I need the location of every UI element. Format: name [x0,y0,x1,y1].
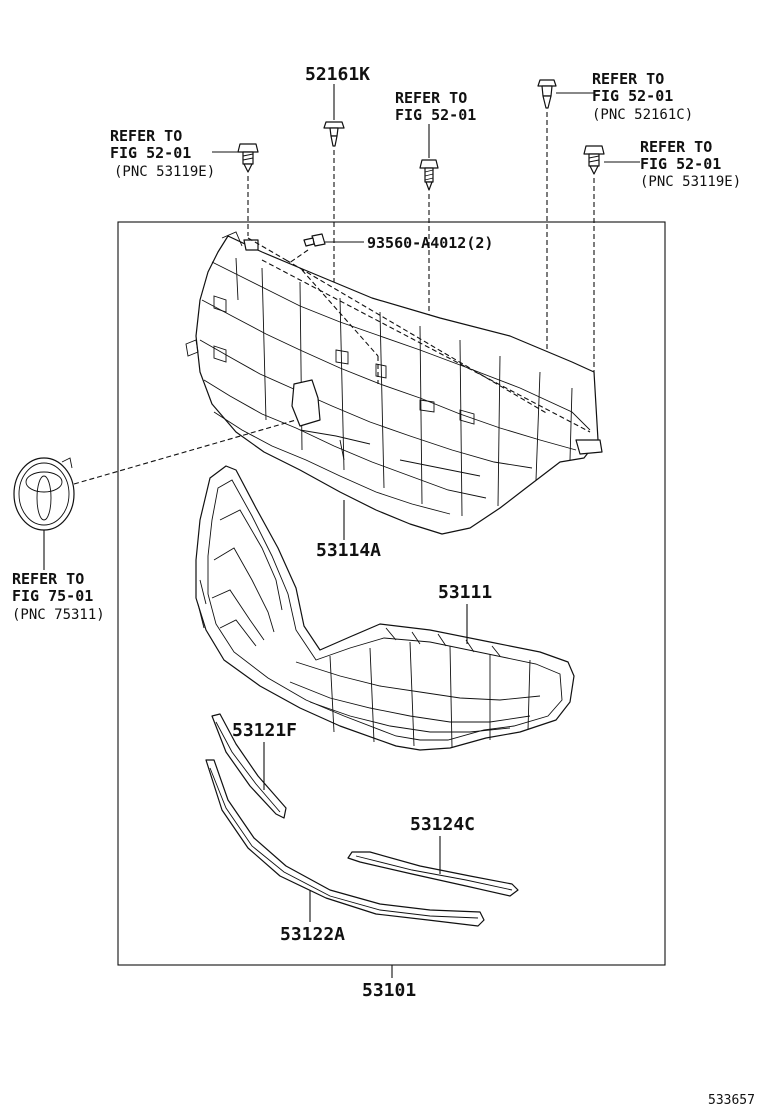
emblem-75311-icon[interactable] [13,457,75,531]
label-53121F: 53121F [232,720,297,741]
label-ref-emblem-3: (PNC 75311) [12,607,105,623]
part-53111-grille[interactable] [195,465,575,751]
part-53114A-grille-frame[interactable] [185,231,603,535]
screw-center-icon[interactable] [419,159,439,191]
label-ref-right-3: (PNC 52161C) [592,107,693,123]
label-ref-right2-3: (PNC 53119E) [640,174,741,190]
label-ref-right2-1: REFER TO [640,138,712,156]
label-53124C: 53124C [410,814,475,835]
clip-52161C-icon[interactable] [537,79,557,109]
part-53124C-molding[interactable] [347,851,519,897]
screw-93560-icon[interactable] [303,233,326,247]
label-ref-emblem-1: REFER TO [12,570,84,588]
label-53101: 53101 [362,980,416,1001]
label-ref-left-3: (PNC 53119E) [114,164,215,180]
label-ref-right-1: REFER TO [592,70,664,88]
label-53122A: 53122A [280,924,345,945]
label-ref-center-2: FIG 52-01 [395,106,476,124]
label-ref-emblem-2: FIG 75-01 [12,587,93,605]
clip-52161K-icon[interactable] [323,121,345,147]
label-ref-right2-2: FIG 52-01 [640,155,721,173]
part-53121F-molding[interactable] [211,713,287,819]
label-52161K: 52161K [305,64,370,85]
label-ref-center-1: REFER TO [395,89,467,107]
bolt-right-53119E-icon[interactable] [583,145,605,175]
label-53111: 53111 [438,582,492,603]
part-53122A-molding[interactable] [205,759,485,927]
diagram-id: 533657 [708,1093,755,1108]
label-93560: 93560-A4012(2) [367,234,493,252]
label-ref-left-2: FIG 52-01 [110,144,191,162]
label-ref-left-1: REFER TO [110,127,182,145]
bolt-left-53119E-icon[interactable] [237,143,259,173]
label-ref-right-2: FIG 52-01 [592,87,673,105]
label-53114A: 53114A [316,540,381,561]
